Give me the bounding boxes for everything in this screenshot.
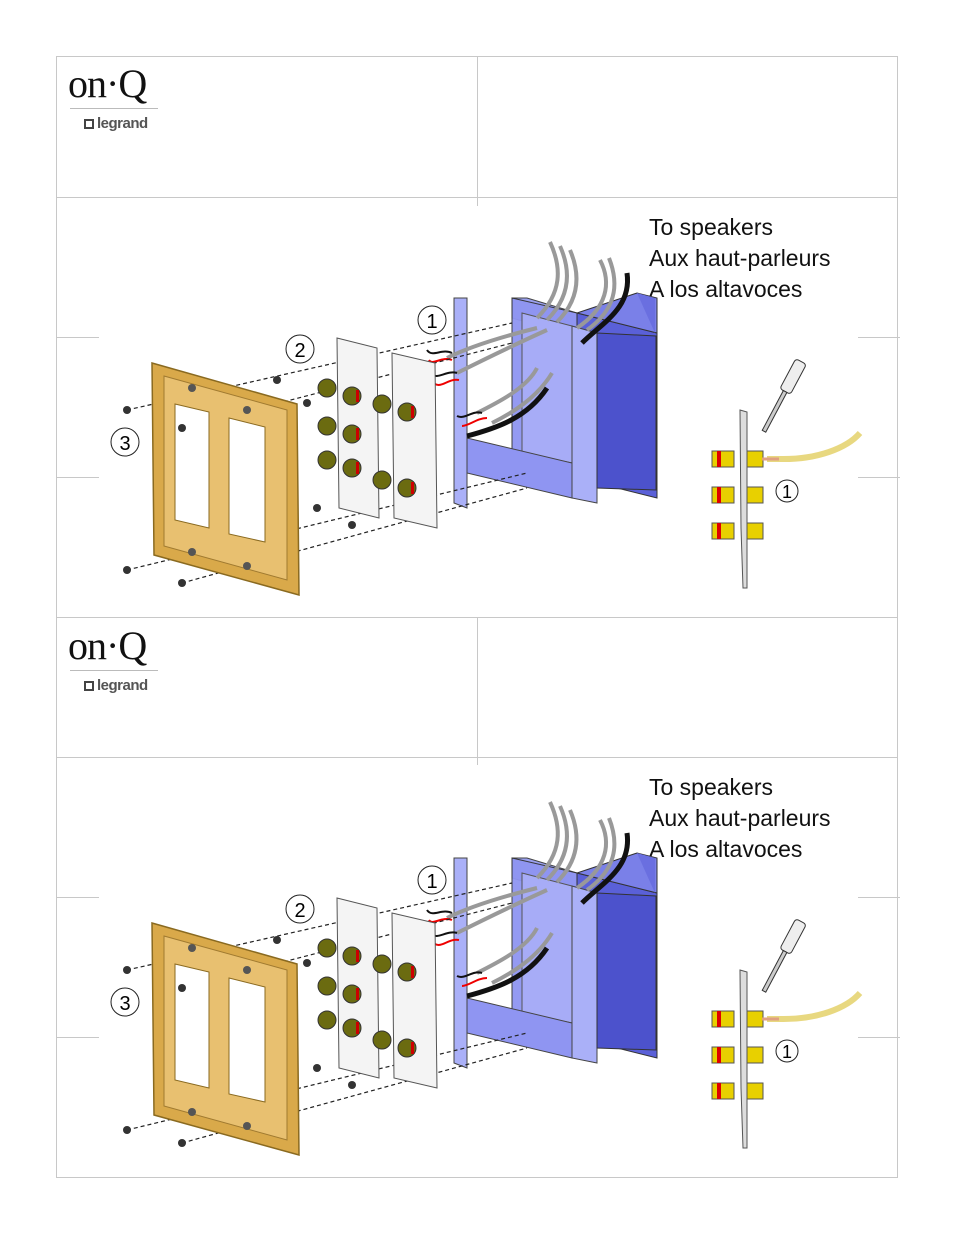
crop-mark [858,477,900,478]
detail-view: 1 [711,919,863,1149]
wall-box [453,292,658,509]
detail-callout-1: 1 [782,1042,792,1062]
crop-mark [858,897,900,898]
exploded-view: 1 2 3 1 [110,801,863,1156]
divider [477,617,478,765]
legrand-logo: legrand [84,677,163,694]
label-en: To speakers [649,214,774,240]
legrand-mark-icon [84,681,94,691]
callout-1: 1 [426,311,437,333]
installation-diagram: To speakers Aux haut-parleurs A los alta… [57,198,897,618]
crop-mark [57,1037,99,1038]
onq-logo: on·Q [68,61,147,106]
screws [123,936,356,1147]
wall-plates [317,897,438,1089]
callout-3: 3 [119,993,130,1015]
crop-mark [57,477,99,478]
screwdriver-icon [761,359,806,433]
callout-2: 2 [294,340,305,362]
crop-mark [57,337,99,338]
label-fr: Aux haut-parleurs [649,245,831,271]
legrand-mark-icon [84,119,94,129]
legrand-text: legrand [97,115,148,132]
wall-plates [317,337,438,529]
screws [123,376,356,587]
installation-diagram: To speakers Aux haut-parleurs A los alta… [57,758,897,1178]
onq-legrand-logo: on·Q legrand [68,626,163,694]
cables [426,241,630,439]
callout-3: 3 [119,433,130,455]
callouts: 1 2 3 [110,865,447,1017]
label-es: A los altavoces [649,276,803,302]
destination-labels: To speakers Aux haut-parleurs A los alta… [649,212,831,305]
legrand-logo: legrand [84,115,163,132]
callout-2: 2 [294,900,305,922]
label-es: A los altavoces [649,836,803,862]
divider [477,56,478,206]
crop-mark [858,1037,900,1038]
label-en: To speakers [649,774,774,800]
onq-legrand-logo: on·Q legrand [68,64,163,132]
callout-1: 1 [426,871,437,893]
detail-callout-1: 1 [782,482,792,502]
crop-mark [858,337,900,338]
callouts: 1 2 3 [110,305,447,457]
exploded-view: 1 2 3 1 [110,241,863,596]
destination-labels: To speakers Aux haut-parleurs A los alta… [649,772,831,865]
logo-rule [70,108,158,109]
screwdriver-icon [761,919,806,993]
cables [426,801,630,999]
wall-box [453,852,658,1069]
logo-rule [70,670,158,671]
faceplate [151,922,300,1156]
faceplate [151,362,300,596]
detail-view: 1 [711,359,863,589]
label-fr: Aux haut-parleurs [649,805,831,831]
crop-mark [57,897,99,898]
onq-logo: on·Q [68,623,147,668]
legrand-text: legrand [97,677,148,694]
